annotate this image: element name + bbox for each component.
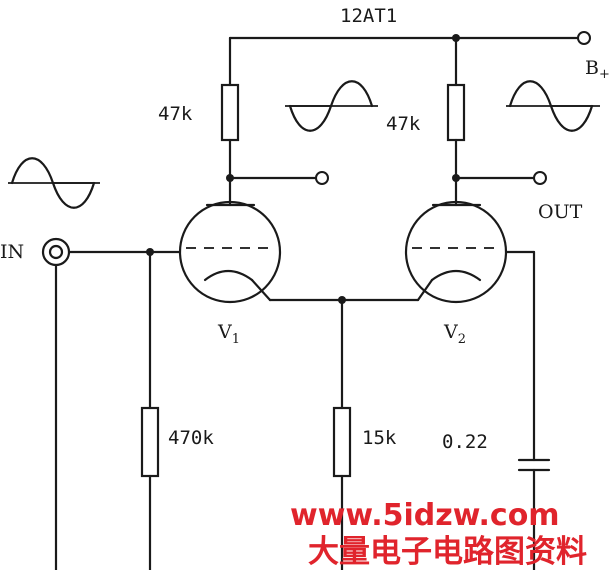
waveform-output [506, 80, 600, 132]
bypass-capacitor [517, 458, 551, 570]
capacitor-label: 0.22 [442, 431, 488, 453]
tube-type-label: 12AT1 [340, 5, 397, 27]
plate-resistor-1-label: 47k [158, 103, 193, 125]
output-terminal [533, 171, 547, 185]
cathode-resistor-label: 15k [362, 427, 397, 449]
plate-resistor-2-label: 47k [386, 113, 421, 135]
tube-v1 [178, 200, 282, 304]
supply-label: B+ [585, 57, 610, 82]
tube-v2 [404, 200, 536, 462]
plate-resistor-2 [446, 36, 547, 207]
waveform-input [8, 157, 100, 209]
tube-v2-label: V2 [443, 321, 466, 347]
watermark-site: www.5idzw.com [290, 498, 560, 533]
output-label: OUT [538, 201, 583, 223]
supply-rail [228, 31, 591, 45]
tube-v1-label: V1 [217, 321, 240, 347]
supply-terminal [577, 31, 591, 45]
watermark-title: 大量电子电路图资料 [308, 534, 587, 570]
plate-resistor-1 [220, 36, 329, 207]
input-label: IN [0, 241, 24, 263]
grid-resistor [140, 250, 160, 570]
cathode-resistor [332, 406, 352, 570]
input-section [41, 237, 182, 570]
waveform-plate1 [285, 80, 378, 132]
cathode-bus [268, 296, 420, 410]
plate1-terminal [315, 171, 329, 185]
grid-resistor-label: 470k [168, 427, 214, 449]
